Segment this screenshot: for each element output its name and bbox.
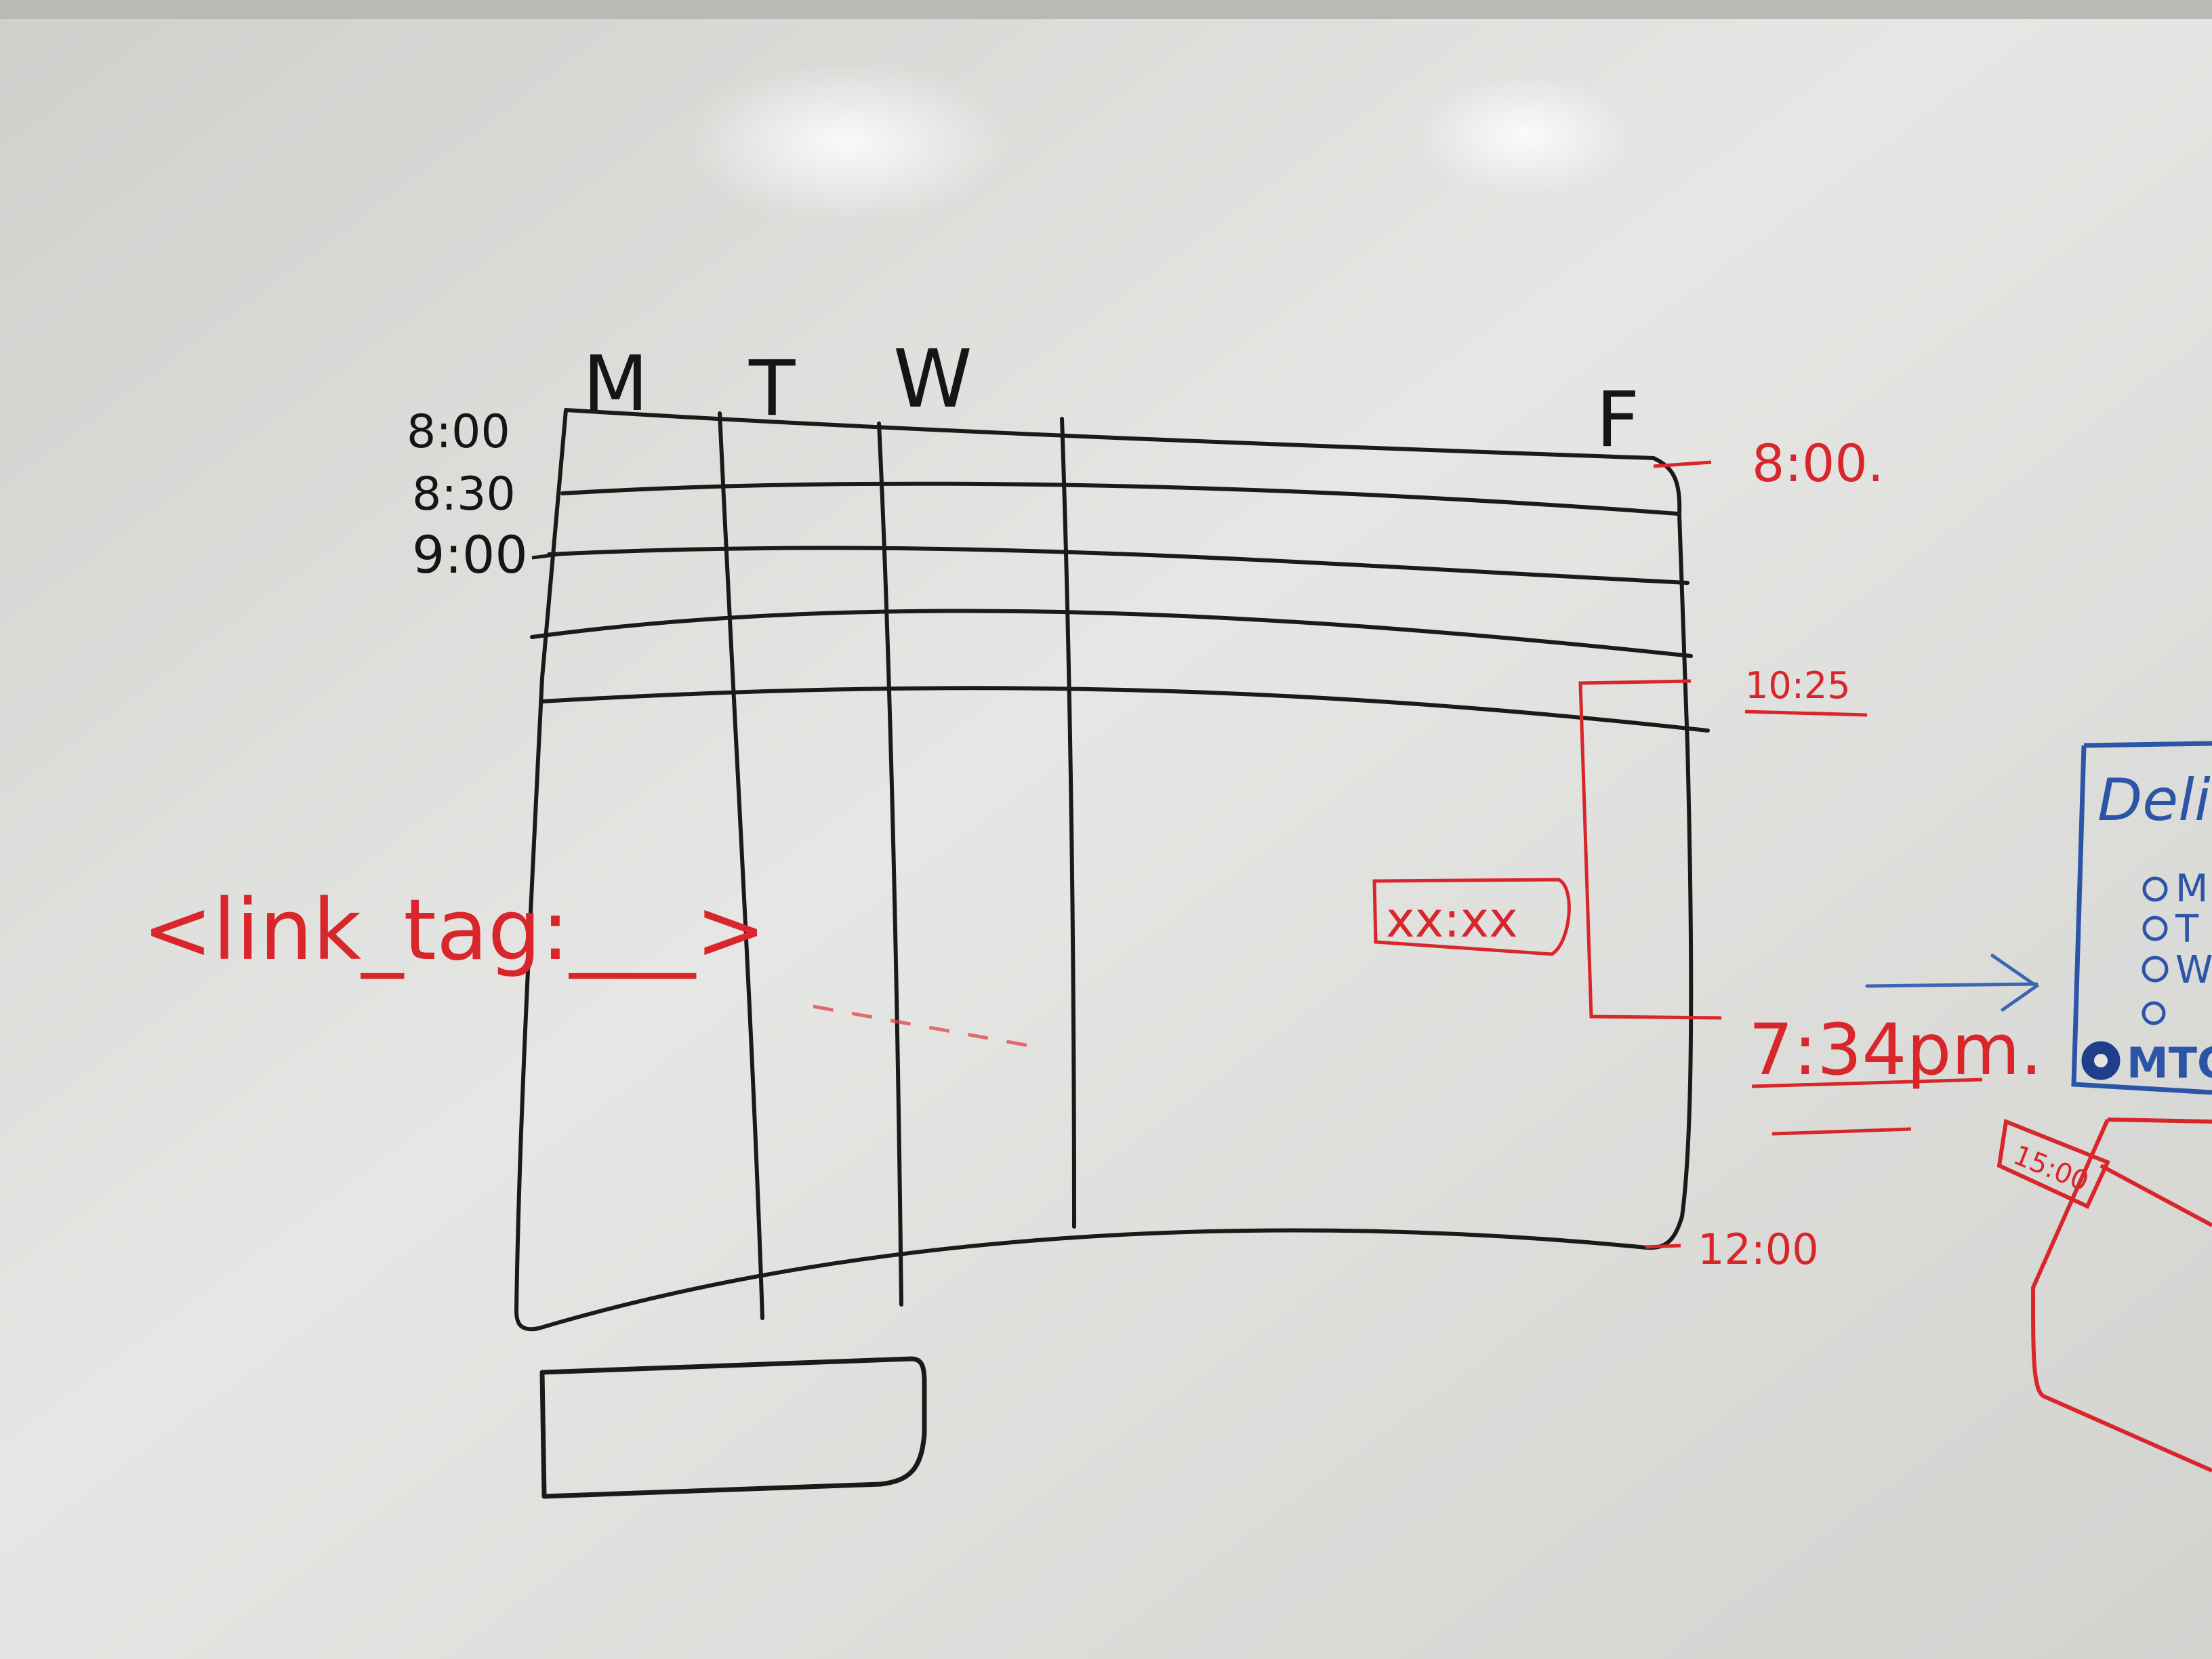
time-label-left: 8:30	[412, 468, 516, 521]
light-glare-right	[1416, 75, 1633, 197]
time-tick	[531, 552, 560, 560]
radio-icon	[2142, 1001, 2166, 1025]
grid-col-line	[877, 422, 903, 1307]
bottom-box	[539, 1356, 927, 1499]
side-panel: Delir M T W MTC	[2071, 741, 2212, 1095]
grid-col-line	[718, 411, 764, 1320]
range-end-underline	[1751, 1078, 1983, 1088]
time-label-range-end: 7:34pm.	[1748, 1008, 2043, 1091]
link-tag-annotation: <link_tag:___>	[142, 882, 766, 979]
time-label-right-bottom: 12:00	[1698, 1225, 1819, 1274]
timetable-grid	[514, 408, 1710, 1332]
radio-icon	[2142, 916, 2168, 941]
side-box-time-tag	[1996, 1118, 2111, 1209]
grid-col-line	[1060, 417, 1076, 1229]
grid-row-line	[560, 481, 1679, 516]
side-panel-item: MTC	[2127, 1038, 2212, 1088]
side-panel-item: W	[2175, 948, 2212, 992]
time-label-range-start: 10:25	[1745, 664, 1851, 707]
grid-right-edge	[1638, 456, 1694, 1250]
day-header-friday: F	[1596, 376, 1639, 464]
arrow-right-icon	[1865, 954, 2040, 1012]
side-panel-title: Delir	[2097, 766, 2212, 834]
red-side-sketch	[1996, 1118, 2212, 1473]
day-header-tuesday: T	[748, 345, 796, 433]
time-label-left: 8:00	[407, 405, 510, 459]
time-label-left: 9:00	[412, 525, 528, 585]
board-frame-top	[0, 0, 2212, 19]
grid-top-edge	[564, 408, 1656, 460]
side-panel-item: M	[2175, 867, 2208, 911]
placeholder-time-box	[1372, 878, 1571, 956]
time-label-right-top: 8:00.	[1752, 433, 1884, 493]
placeholder-time-label: xx:xx	[1386, 891, 1518, 948]
grid-bottom-edge	[514, 1228, 1642, 1332]
grid-row-line	[540, 686, 1710, 733]
light-glare-left	[684, 61, 1010, 224]
radio-selected-dot	[2094, 1054, 2108, 1067]
grid-left-edge	[514, 408, 568, 1313]
grid-row-line	[530, 609, 1693, 658]
range-end-underline	[1771, 1127, 1912, 1136]
radio-icon	[2142, 956, 2169, 983]
day-header-wednesday: W	[893, 332, 972, 426]
red-time-bracket	[1372, 460, 1983, 1249]
day-header-monday: M	[583, 340, 649, 428]
range-start-underline	[1744, 710, 1868, 717]
radio-icon	[2142, 876, 2168, 902]
side-panel-item: T	[2175, 907, 2199, 951]
